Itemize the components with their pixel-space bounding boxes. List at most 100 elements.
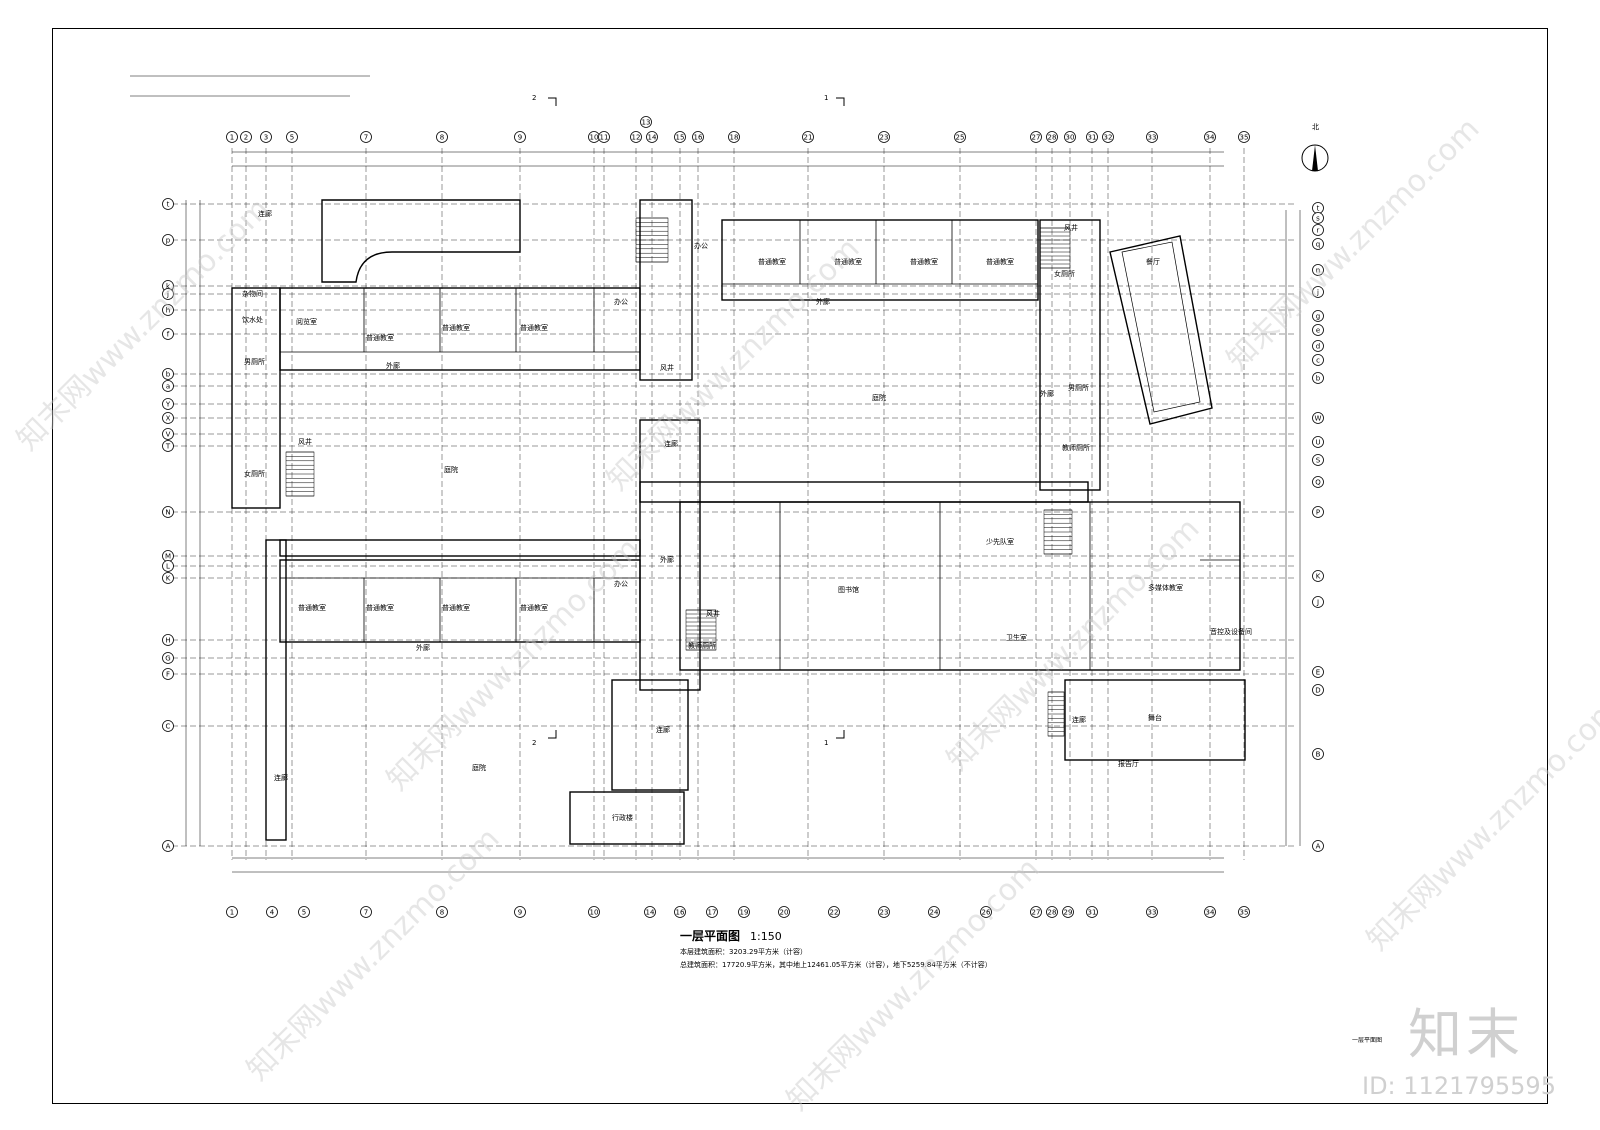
area-line-1: 本层建筑面积：3203.29平方米（计容） — [680, 948, 807, 956]
room-admin: 行政楼 — [612, 813, 633, 822]
axis-right-b: b — [1312, 372, 1324, 384]
axis-left-G: G — [162, 652, 174, 664]
drawing-title: 一层平面图 — [680, 929, 741, 943]
room-teacher-wc-s: 教师厕所 — [688, 641, 716, 650]
axis-top-5: 5 — [286, 131, 298, 143]
north-label: 北 — [1312, 123, 1319, 131]
section-mark-2-bottom: 2 — [532, 739, 536, 747]
dimension-lines — [130, 75, 1301, 873]
room-lecture-hall: 报告厅 — [1118, 759, 1139, 768]
axis-bottom-17: 17 — [706, 906, 718, 918]
svg-text:t: t — [1317, 205, 1320, 213]
room-male-wc: 男厕所 — [244, 357, 265, 366]
room-courtyard-2: 庭院 — [872, 393, 886, 402]
room-courtyard-1: 庭院 — [444, 465, 458, 474]
svg-text:29: 29 — [1064, 909, 1073, 917]
axis-top-31: 31 — [1086, 131, 1098, 143]
room-classroom-3: 普通教室 — [520, 323, 548, 332]
room-reading: 阅览室 — [296, 317, 317, 326]
axis-left-X: X — [162, 412, 174, 424]
axis-top-25: 25 — [954, 131, 966, 143]
axis-right-t: t — [1312, 202, 1324, 214]
wall-upper-right-wing — [721, 219, 1039, 301]
svg-text:S: S — [1316, 457, 1321, 465]
axis-right-g: g — [1312, 310, 1324, 322]
svg-text:D: D — [1315, 687, 1320, 695]
axis-top-8: 8 — [436, 131, 448, 143]
wall-stair-link — [639, 419, 701, 691]
svg-text:r: r — [1317, 227, 1320, 235]
svg-text:p: p — [166, 237, 171, 245]
wall-lower-corridor — [279, 539, 641, 557]
svg-text:15: 15 — [676, 134, 685, 142]
axis-bottom-26: 26 — [980, 906, 992, 918]
room-control: 音控及设备间 — [1210, 627, 1252, 636]
section-mark-2-top: 2 — [532, 94, 536, 102]
axis-right-E: E — [1312, 666, 1324, 678]
axis-top-14: 14 — [646, 131, 658, 143]
svg-text:f: f — [167, 331, 170, 339]
axis-top-2: 2 — [240, 131, 252, 143]
axis-top-35: 35 — [1238, 131, 1250, 143]
room-outer-corridor-3: 外廊 — [1040, 389, 1054, 398]
drawing-caption: 一层平面图 1:150 本层建筑面积：3203.29平方米（计容） 总建筑面积：1… — [680, 925, 992, 970]
svg-text:5: 5 — [302, 909, 306, 917]
svg-text:23: 23 — [880, 909, 889, 917]
axis-right-D: D — [1312, 684, 1324, 696]
svg-text:9: 9 — [518, 909, 522, 917]
room-female-wc-e: 女厕所 — [1054, 269, 1075, 278]
svg-text:P: P — [1316, 509, 1320, 517]
room-air-shaft-c: 风井 — [660, 363, 674, 372]
svg-text:j: j — [1316, 289, 1319, 297]
axis-bottom-29: 29 — [1062, 906, 1074, 918]
room-outer-corridor-5: 外廊 — [416, 643, 430, 652]
axis-left-T: T — [162, 440, 174, 452]
drawing-scale: 1:150 — [750, 930, 782, 943]
drawing-frame — [52, 28, 1548, 1104]
axis-bottom-4: 4 — [266, 906, 278, 918]
svg-text:k: k — [166, 283, 171, 291]
svg-text:B: B — [1316, 751, 1321, 759]
grid-lines — [172, 148, 1296, 860]
wall-mid-corridor — [639, 481, 1089, 503]
axis-right-J: J — [1312, 596, 1324, 608]
north-arrow: 北 — [1300, 123, 1330, 180]
svg-text:24: 24 — [930, 909, 939, 917]
axis-bottom-35: 35 — [1238, 906, 1250, 918]
room-classroom-1: 普通教室 — [366, 333, 394, 342]
room-dining: 餐厅 — [1146, 257, 1160, 266]
stair-5 — [1047, 691, 1065, 737]
svg-text:A: A — [1316, 843, 1321, 851]
wall-south-block — [679, 501, 1241, 671]
axis-bottom-27: 27 — [1030, 906, 1042, 918]
svg-text:22: 22 — [830, 909, 839, 917]
section-mark-1-top: 1 — [824, 94, 828, 102]
axis-right-j: j — [1312, 286, 1324, 298]
svg-text:16: 16 — [676, 909, 685, 917]
axis-top-34: 34 — [1204, 131, 1216, 143]
axis-top-16: 16 — [692, 131, 704, 143]
axis-top-23: 23 — [878, 131, 890, 143]
wall-lecture-hall — [1064, 679, 1246, 761]
svg-text:K: K — [166, 575, 171, 583]
svg-text:33: 33 — [1148, 909, 1157, 917]
axis-top-27: 27 — [1030, 131, 1042, 143]
svg-text:A: A — [166, 843, 171, 851]
area-line-2: 总建筑面积：17720.9平方米，其中地上12461.05平方米（计容），地下5… — [680, 961, 992, 969]
axis-top-30: 30 — [1064, 131, 1076, 143]
wall-angled-inner — [1121, 241, 1201, 413]
wall-central-link — [639, 199, 693, 381]
svg-text:4: 4 — [270, 909, 275, 917]
svg-text:1: 1 — [230, 909, 234, 917]
svg-text:a: a — [166, 383, 170, 391]
axis-top-13: 13 — [640, 116, 652, 128]
svg-text:10: 10 — [590, 134, 599, 142]
axis-top-32: 32 — [1102, 131, 1114, 143]
svg-text:34: 34 — [1206, 134, 1215, 142]
axis-top-7: 7 — [360, 131, 372, 143]
wall-stage-block — [321, 199, 521, 283]
svg-text:X: X — [166, 415, 171, 423]
axis-right-d: d — [1312, 340, 1324, 352]
axis-top-11: 11 — [598, 131, 610, 143]
svg-text:35: 35 — [1240, 909, 1249, 917]
